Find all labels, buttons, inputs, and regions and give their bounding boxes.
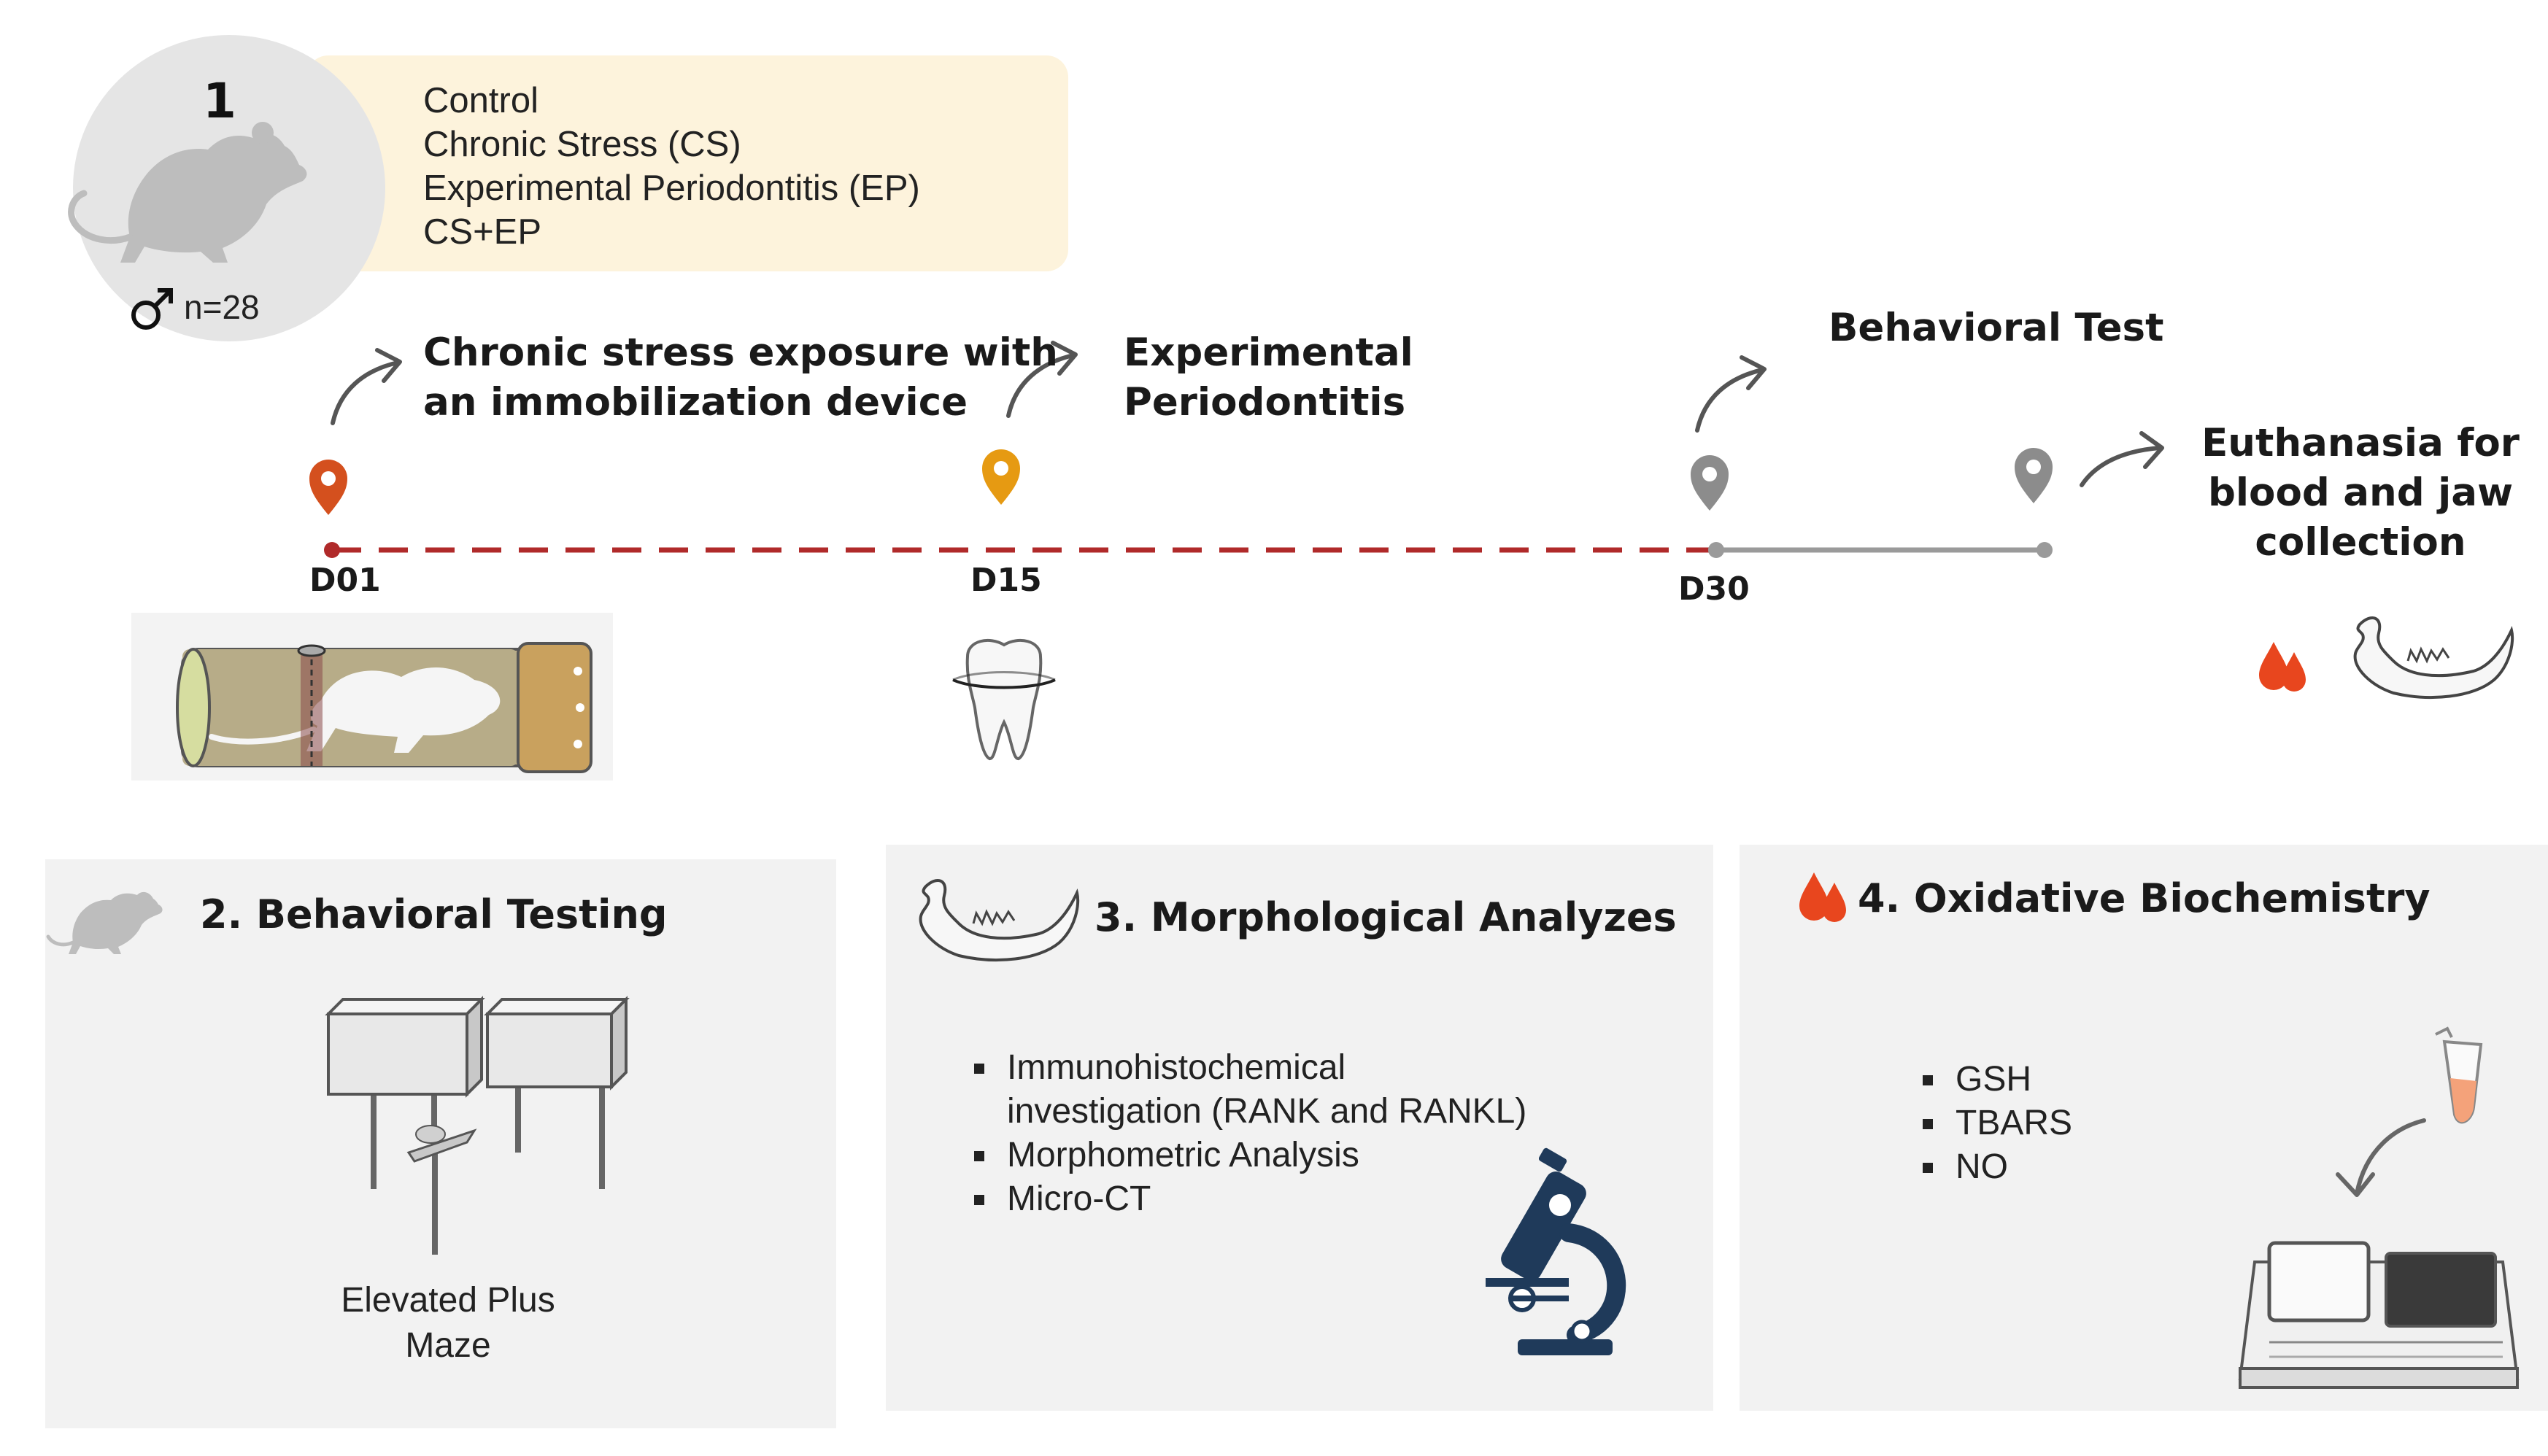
arrow-end-icon xyxy=(2080,431,2164,487)
pin-d30-icon xyxy=(1691,455,1729,511)
event-d15-line1: Experimental xyxy=(1124,330,1413,375)
behavioral-caption-line1: Elevated Plus xyxy=(341,1281,555,1320)
group-cs-ep: CS+EP xyxy=(423,212,542,252)
curved-arrow-icon xyxy=(2336,1118,2426,1197)
group-periodontitis: Experimental Periodontitis (EP) xyxy=(423,169,920,208)
oxidative-title: 4. Oxidative Biochemistry xyxy=(1858,875,2431,921)
jaw-small-icon xyxy=(919,878,1080,961)
blood-drops-icon xyxy=(2259,642,2306,692)
event-end-label: Euthanasia for blood and jaw collection xyxy=(2189,419,2532,568)
rat-small-icon xyxy=(46,891,163,954)
pin-end-icon xyxy=(2015,448,2053,503)
event-end-line1: Euthanasia for xyxy=(2201,421,2520,465)
rat-icon xyxy=(68,122,307,263)
event-end-line2: blood and jaw xyxy=(2207,471,2514,515)
behavioral-title: 2. Behavioral Testing xyxy=(200,891,668,937)
timeline xyxy=(309,341,2164,558)
arrow-d30-icon xyxy=(1695,355,1767,433)
microscope-icon xyxy=(1486,1147,1626,1355)
event-d01-label: Chronic stress exposure with an immobili… xyxy=(423,328,1058,427)
morphological-list: Immunohistochemical investigation (RANK … xyxy=(949,1046,1526,1221)
event-d15-label: Experimental Periodontitis xyxy=(1124,328,1413,427)
step-number: 1 xyxy=(203,73,236,129)
tooth-icon xyxy=(952,638,1056,760)
event-d01-line1: Chronic stress exposure with xyxy=(423,330,1058,375)
jaw-icon xyxy=(2353,616,2514,699)
event-d15-line2: Periodontitis xyxy=(1124,380,1406,425)
oxi-item-gsh: GSH xyxy=(1948,1058,2072,1101)
morpho-item-ihc-line1: Immunohistochemical xyxy=(1007,1048,1346,1087)
event-d30-label: Behavioral Test xyxy=(1829,306,2164,350)
behavioral-caption-line2: Maze xyxy=(405,1326,491,1365)
group-control: Control xyxy=(423,81,538,120)
group-list: Control Chronic Stress (CS) Experimental… xyxy=(423,79,920,254)
groups-box xyxy=(306,55,1068,271)
day-d30: D30 xyxy=(1678,570,1750,608)
immobilization-device-icon xyxy=(131,613,613,781)
sample-tube-icon xyxy=(2435,1026,2483,1124)
male-symbol-icon xyxy=(131,288,173,330)
pin-d15-icon xyxy=(982,449,1020,505)
day-d15: D15 xyxy=(970,562,1042,599)
spectrophotometer-icon xyxy=(2238,1241,2520,1389)
sample-size: n=28 xyxy=(184,288,260,326)
arrow-d15-icon xyxy=(1006,341,1078,418)
morpho-item-microct: Micro-CT xyxy=(1000,1177,1526,1221)
day-d01: D01 xyxy=(309,562,381,599)
oxidative-list: GSH TBARS NO xyxy=(1897,1058,2072,1189)
arrow-d01-icon xyxy=(331,348,402,425)
group-chronic-stress: Chronic Stress (CS) xyxy=(423,125,741,164)
morpho-item-morphometric: Morphometric Analysis xyxy=(1000,1134,1526,1177)
event-end-line3: collection xyxy=(2255,520,2466,565)
morpho-item-ihc-line2: investigation (RANK and RANKL) xyxy=(1007,1092,1527,1131)
morphological-title: 3. Morphological Analyzes xyxy=(1095,894,1677,940)
morpho-item-ihc: Immunohistochemical investigation (RANK … xyxy=(1000,1046,1526,1134)
event-d01-line2: an immobilization device xyxy=(423,380,968,425)
blood-drops-small-icon xyxy=(1799,872,1846,922)
pin-d01-icon xyxy=(309,460,347,515)
oxi-item-tbars: TBARS xyxy=(1948,1101,2072,1145)
elevated-plus-maze-icon xyxy=(325,996,630,1255)
oxi-item-no: NO xyxy=(1948,1145,2072,1189)
behavioral-caption: Elevated Plus Maze xyxy=(280,1278,616,1368)
